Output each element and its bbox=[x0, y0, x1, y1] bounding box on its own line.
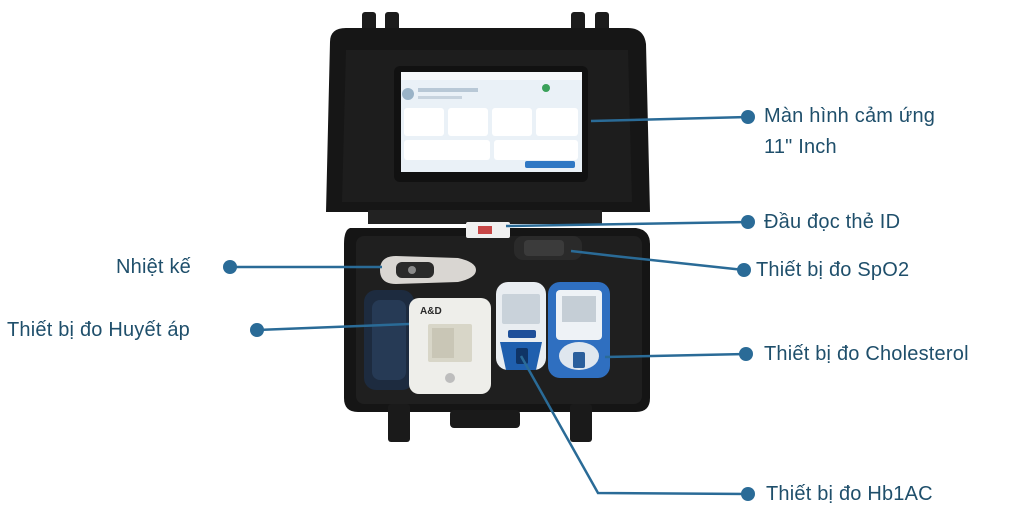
callout-lines bbox=[230, 115, 749, 496]
callout-line-cholesterol bbox=[604, 352, 747, 359]
callout-line-blood-pressure bbox=[256, 322, 410, 332]
callout-line-hba1c bbox=[519, 355, 749, 496]
bp-cuff bbox=[364, 290, 414, 390]
id-card-reader bbox=[466, 222, 510, 238]
label-blood-pressure: Thiết bị đo Huyết áp bbox=[7, 319, 190, 341]
cholesterol-analyzer bbox=[548, 282, 610, 378]
callout-dot-cholesterol bbox=[739, 347, 753, 361]
bp-monitor: A&D bbox=[409, 298, 491, 394]
callout-dot-thermometer bbox=[223, 260, 237, 274]
label-thermometer: Nhiệt kế bbox=[116, 256, 191, 278]
callout-dot-touchscreen bbox=[741, 110, 755, 124]
label-touchscreen-line2: 11" Inch bbox=[764, 136, 837, 158]
label-id-reader: Đầu đọc thẻ ID bbox=[764, 211, 901, 233]
callout-dot-hba1c bbox=[741, 487, 755, 501]
spo2-oximeter bbox=[514, 236, 582, 260]
label-spo2: Thiết bị đo SpO2 bbox=[756, 259, 910, 281]
bp-brand-text: A&D bbox=[420, 306, 442, 317]
label-hba1c: Thiết bị đo Hb1AC bbox=[766, 483, 933, 505]
label-cholesterol: Thiết bị đo Cholesterol bbox=[764, 343, 969, 365]
callout-dot-blood-pressure bbox=[250, 323, 264, 337]
callout-line-id-reader bbox=[505, 220, 749, 228]
callout-dot-spo2 bbox=[737, 263, 751, 277]
callout-dot-id-reader bbox=[741, 215, 755, 229]
label-touchscreen-line1: Màn hình cảm ứng bbox=[764, 105, 936, 127]
callout-line-touchscreen bbox=[590, 115, 749, 123]
callout-line-spo2 bbox=[570, 249, 745, 272]
tablet-screen bbox=[401, 72, 582, 172]
thermometer bbox=[380, 256, 476, 284]
